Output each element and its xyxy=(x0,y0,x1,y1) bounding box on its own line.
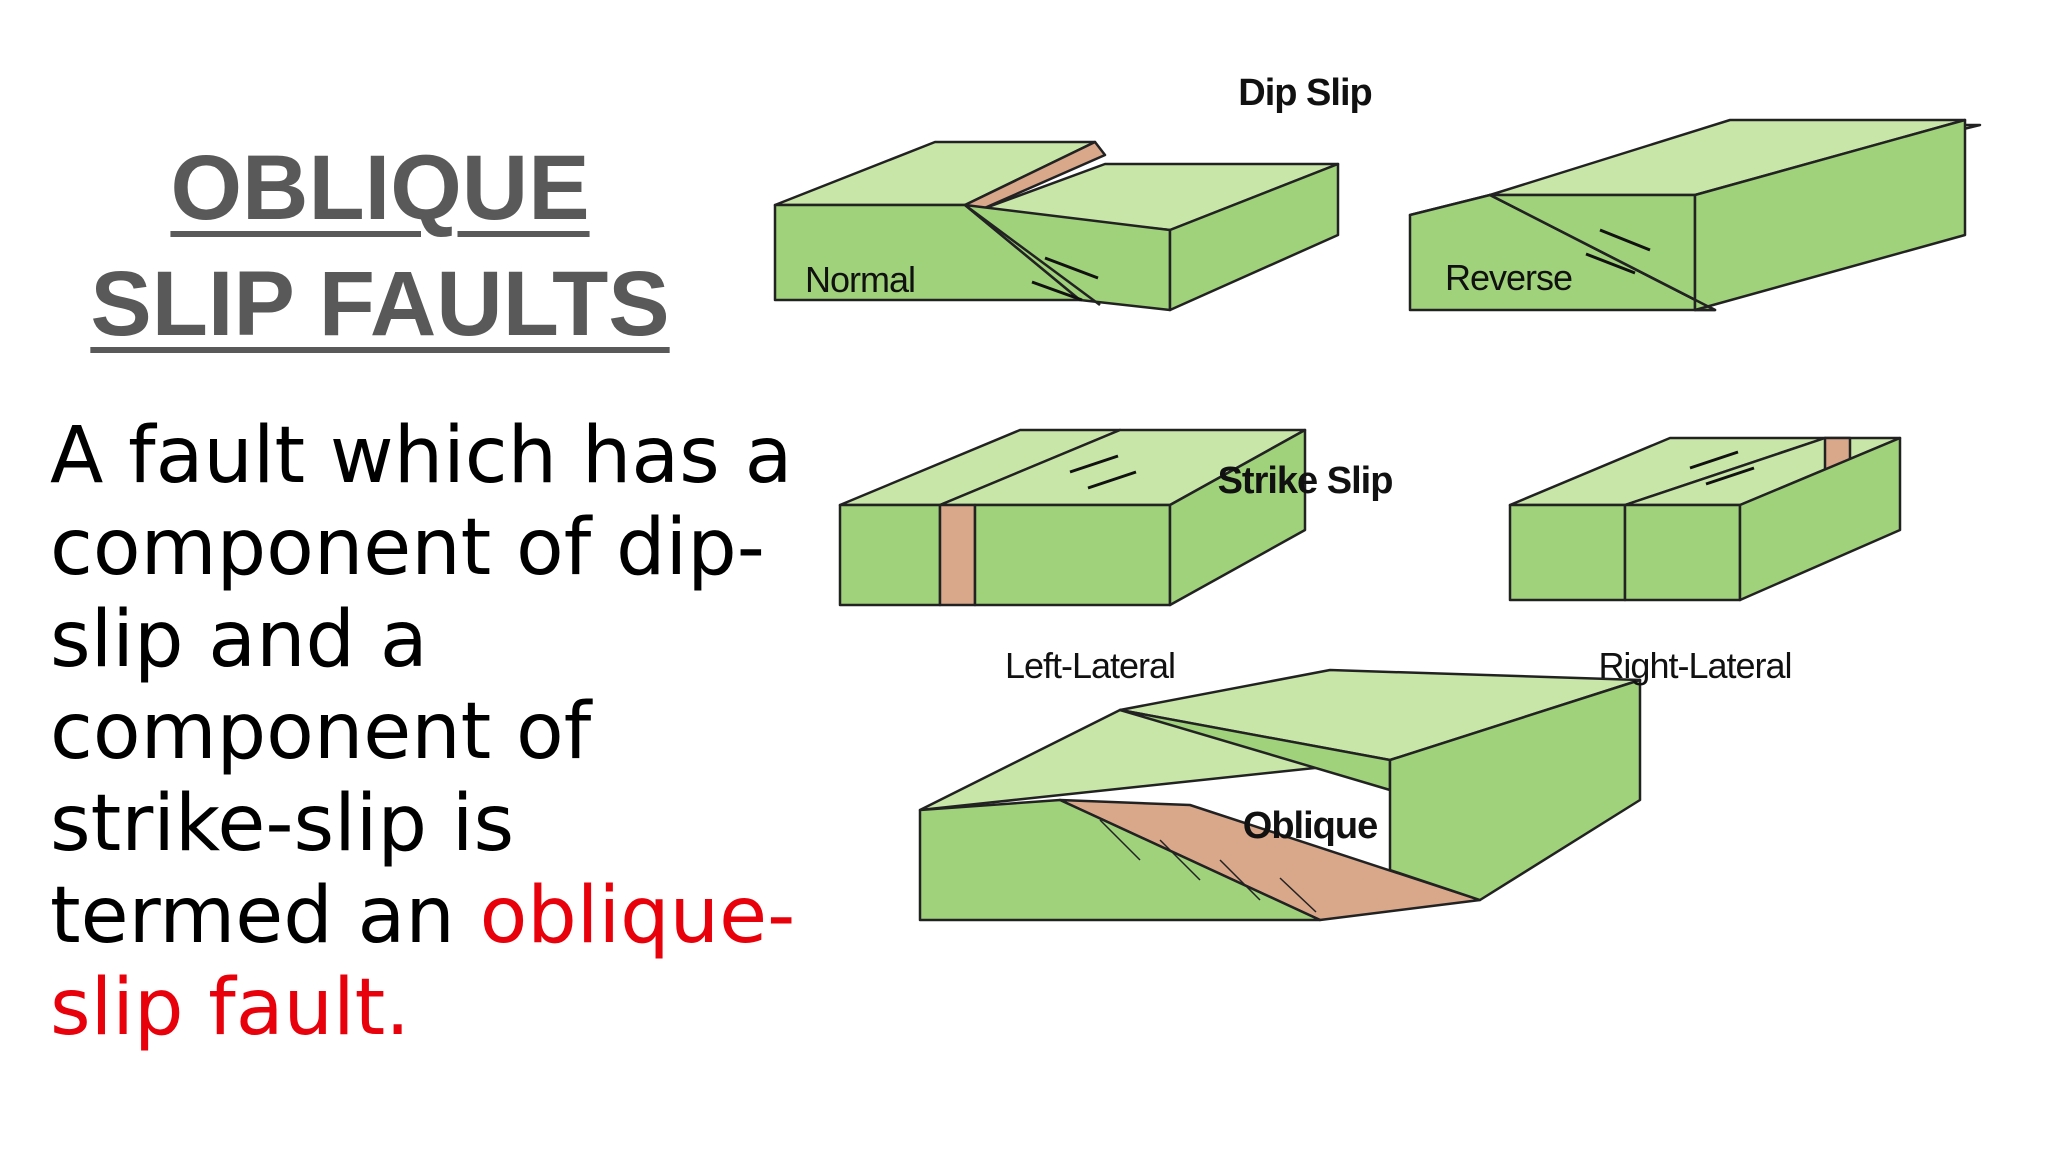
title-line-1: OBLIQUE xyxy=(170,137,590,239)
oblique-fault-block xyxy=(918,668,1642,922)
title-line-2: SLIP FAULTS xyxy=(90,253,670,355)
slide-title: OBLIQUE SLIP FAULTS xyxy=(40,130,720,362)
reverse-label: Reverse xyxy=(1445,257,1572,298)
left-lateral-label: Left-Lateral xyxy=(1005,645,1175,686)
dip-slip-heading: Dip Slip xyxy=(1238,72,1371,114)
fault-types-diagram: Dip Slip Normal Reverse Strike Slip Left… xyxy=(773,72,1982,922)
right-lateral-label: Right-Lateral xyxy=(1598,645,1791,686)
normal-fault-block xyxy=(773,140,1340,312)
definition-paragraph: A fault which has a component of dip-sli… xyxy=(50,410,810,1054)
oblique-slip-fault-term: oblique-slip fault. xyxy=(50,871,796,1053)
reverse-fault-block xyxy=(1408,118,1982,312)
right-lateral-fault-block xyxy=(1508,436,1902,602)
strike-slip-heading: Strike Slip xyxy=(1218,460,1393,502)
definition-text: A fault which has a component of dip-sli… xyxy=(50,411,793,961)
normal-label: Normal xyxy=(805,259,915,300)
left-lateral-fault-block xyxy=(838,428,1307,607)
oblique-heading: Oblique xyxy=(1243,805,1377,847)
